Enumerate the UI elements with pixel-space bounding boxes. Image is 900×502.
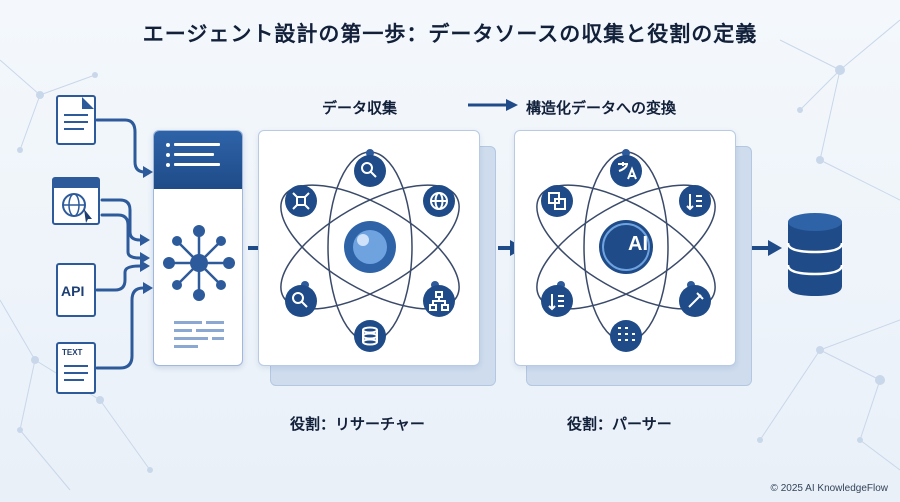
api-document-icon bbox=[56, 263, 96, 317]
hub-network-icon bbox=[163, 225, 235, 348]
copyright: © 2025 AI KnowledgeFlow bbox=[770, 483, 888, 494]
text-label: TEXT bbox=[62, 348, 83, 357]
document-icon bbox=[56, 95, 96, 145]
text-document-icon bbox=[56, 342, 96, 394]
collector-header bbox=[154, 131, 242, 189]
role-label-researcher: 役割：リサーチャー bbox=[290, 415, 425, 433]
api-label: API bbox=[61, 283, 85, 299]
parser-orbit-icon bbox=[536, 149, 716, 352]
step-label-collect: データ収集 bbox=[322, 99, 398, 117]
collector-panel bbox=[153, 130, 243, 366]
researcher-panel bbox=[258, 130, 480, 366]
parser-panel bbox=[514, 130, 736, 366]
step-label-convert: 構造化データへの変換 bbox=[526, 99, 677, 117]
role-label-parser: 役割：パーサー bbox=[567, 415, 672, 433]
page-title: エージェント設計の第一歩：データソースの収集と役割の定義 bbox=[142, 22, 758, 46]
ai-label: AI bbox=[628, 233, 648, 255]
research-orbit-icon bbox=[280, 149, 460, 352]
web-page-icon bbox=[52, 177, 100, 225]
